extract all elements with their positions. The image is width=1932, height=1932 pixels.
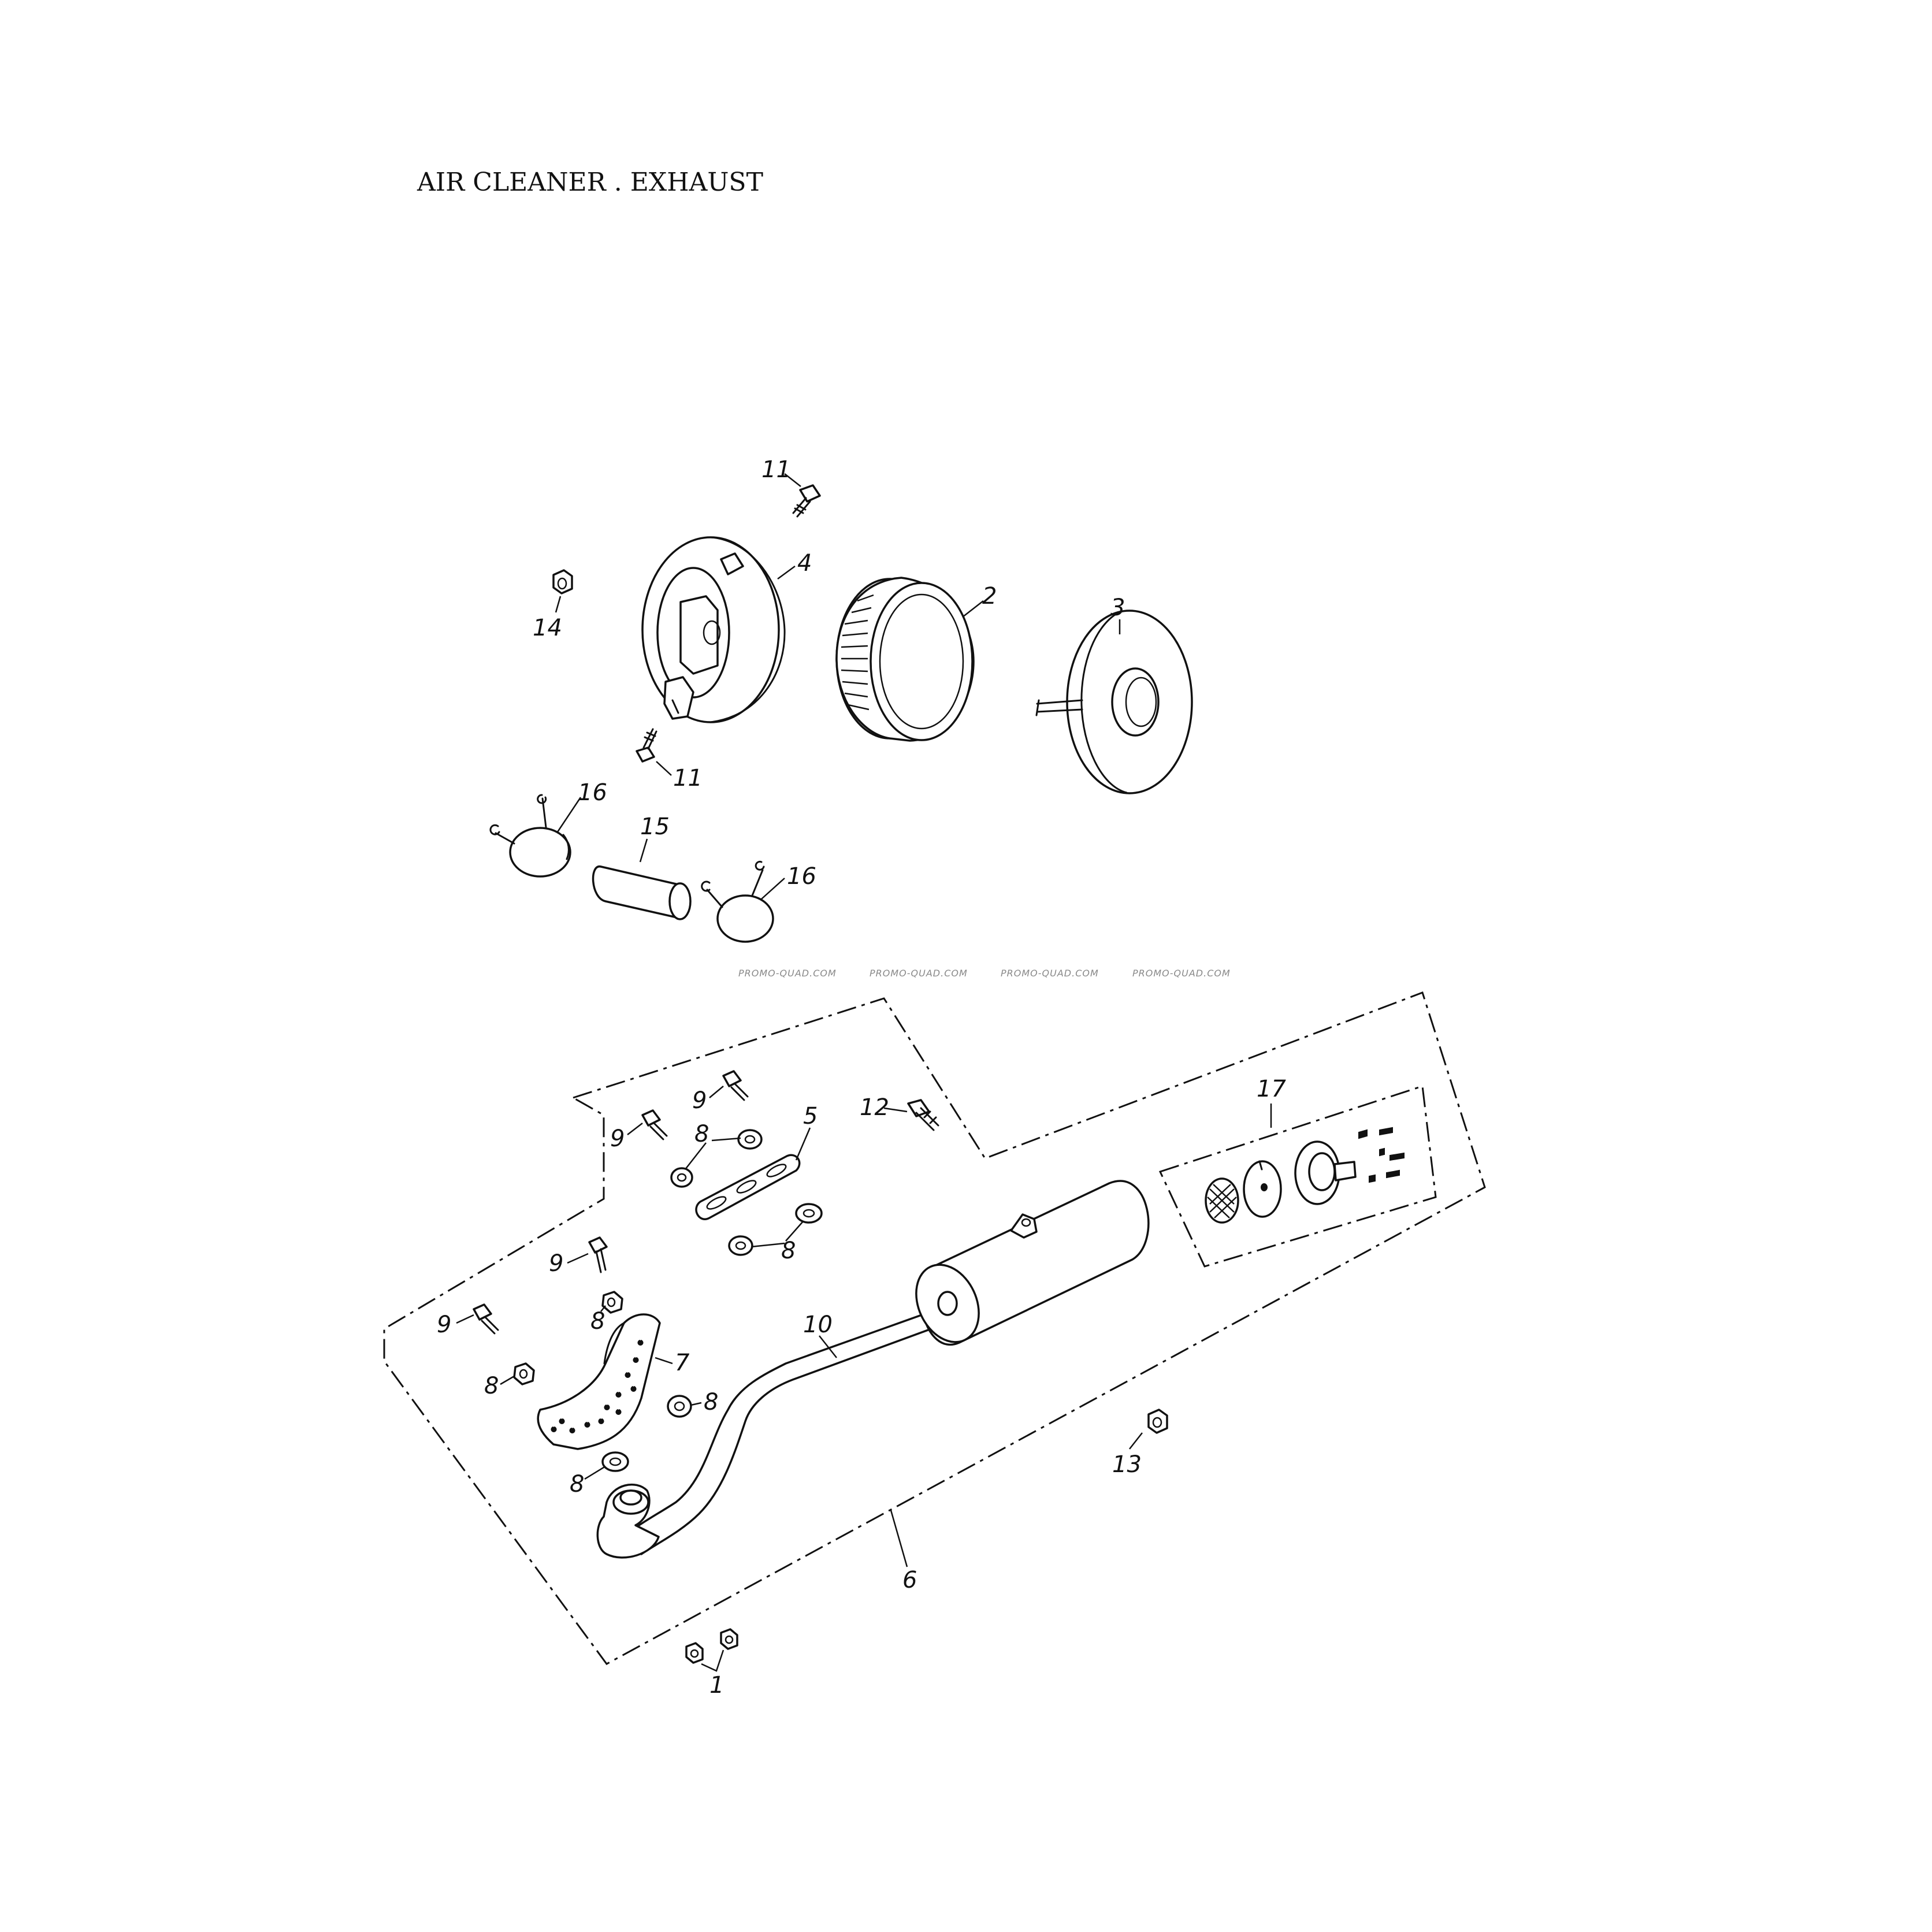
callout-17: 17 (1257, 1076, 1286, 1102)
leader-8-c (600, 1305, 606, 1312)
diagram-title: AIR CLEANER . EXHAUST (417, 168, 763, 197)
callout-14: 14 (533, 615, 562, 641)
callout-9-d: 9 (437, 1311, 451, 1338)
callout-8-d: 8 (484, 1373, 499, 1399)
leader-13 (1129, 1432, 1143, 1450)
filter-element-2[interactable] (835, 577, 975, 742)
exhaust-assembly-outline (383, 991, 1486, 1665)
muffler-body[interactable] (904, 1180, 1150, 1352)
callout-2: 2 (982, 583, 997, 610)
washer-8-h[interactable] (601, 1451, 629, 1472)
callout-8-b: 8 (781, 1238, 796, 1264)
callout-9-a: 9 (692, 1087, 707, 1114)
callout-3: 3 (1110, 595, 1125, 621)
callout-9-c: 9 (549, 1250, 563, 1277)
callout-8-f: 8 (570, 1471, 584, 1498)
leader-7 (655, 1357, 673, 1365)
washer-8-e[interactable] (601, 1291, 623, 1314)
watermark: PROMO-QUAD.COM PROMO-QUAD.COM PROMO-QUAD… (738, 968, 1231, 979)
leader-16-left (556, 797, 582, 833)
callout-16-right: 16 (787, 863, 816, 890)
nut-14[interactable] (552, 569, 573, 595)
callout-1: 1 (709, 1672, 724, 1699)
leader-5 (795, 1127, 811, 1161)
callout-6: 6 (902, 1567, 917, 1593)
connecting-tube-15[interactable] (592, 865, 692, 920)
leader-4 (777, 565, 796, 580)
spark-arrester-kit-17[interactable] (1205, 1127, 1405, 1224)
bolt-9-b[interactable] (641, 1109, 668, 1140)
leader-8-b (750, 1221, 804, 1248)
leader-6 (890, 1510, 908, 1567)
callout-15: 15 (640, 813, 670, 840)
nut-13[interactable] (1147, 1409, 1168, 1434)
callout-8-e: 8 (704, 1389, 718, 1415)
leader-12 (883, 1107, 908, 1113)
svg-text:PROMO-QUAD.COM: PROMO-QUAD.COM (870, 968, 968, 979)
washer-8-d[interactable] (728, 1235, 753, 1256)
callout-4: 4 (797, 550, 812, 577)
washer-8-c[interactable] (795, 1203, 823, 1224)
washer-8-f[interactable] (513, 1362, 535, 1385)
leader-8-a (685, 1137, 741, 1170)
callout-8-c: 8 (590, 1308, 605, 1335)
washer-8-g[interactable] (667, 1395, 692, 1418)
svg-text:PROMO-QUAD.COM: PROMO-QUAD.COM (1001, 968, 1099, 979)
filter-plate-3[interactable] (1035, 610, 1193, 794)
air-cleaner-case-4[interactable] (641, 536, 786, 723)
leader-8-f (584, 1465, 606, 1480)
bolt-9-a[interactable] (722, 1070, 749, 1101)
svg-text:PROMO-QUAD.COM: PROMO-QUAD.COM (738, 968, 837, 979)
callout-10: 10 (803, 1311, 833, 1338)
callout-13: 13 (1112, 1451, 1142, 1478)
leader-10 (819, 1335, 837, 1358)
bolt-12[interactable] (907, 1099, 939, 1131)
leader-16-right (761, 878, 785, 900)
svg-text:PROMO-QUAD.COM: PROMO-QUAD.COM (1132, 968, 1231, 979)
spark-arrester-kit-outline (1158, 1085, 1437, 1268)
callout-11-top: 11 (761, 456, 791, 483)
bolt-9-c[interactable] (588, 1236, 608, 1273)
callout-8-a: 8 (694, 1121, 709, 1147)
leader-1 (701, 1649, 724, 1672)
leader-9-d (456, 1314, 474, 1324)
hose-clamp-16-left[interactable] (489, 794, 571, 878)
nut-1-pair[interactable] (685, 1628, 738, 1664)
leader-8-e (690, 1402, 702, 1406)
screw-11-top[interactable] (792, 484, 821, 518)
leader-11-lower (656, 761, 672, 776)
leader-2 (962, 600, 984, 618)
washer-8-b[interactable] (670, 1167, 693, 1188)
leader-14 (555, 596, 562, 613)
leader-11-top (784, 473, 801, 487)
leader-9-a (709, 1086, 724, 1098)
bracket-5[interactable] (695, 1154, 801, 1220)
callout-16-left: 16 (578, 779, 607, 806)
callout-11-lower: 11 (673, 765, 703, 792)
bolt-9-d[interactable] (473, 1303, 499, 1335)
heat-shield-7[interactable] (537, 1313, 661, 1450)
leader-9-b (627, 1123, 643, 1135)
callout-7: 7 (675, 1350, 690, 1376)
callout-5: 5 (803, 1103, 818, 1130)
washer-8-a[interactable] (737, 1129, 763, 1150)
hose-clamp-16-right[interactable] (701, 860, 774, 943)
callout-9-b: 9 (610, 1125, 625, 1152)
leader-8-d (500, 1375, 515, 1385)
leader-15 (639, 838, 648, 863)
screw-11-lower[interactable] (636, 728, 657, 763)
leader-9-c (567, 1253, 589, 1264)
